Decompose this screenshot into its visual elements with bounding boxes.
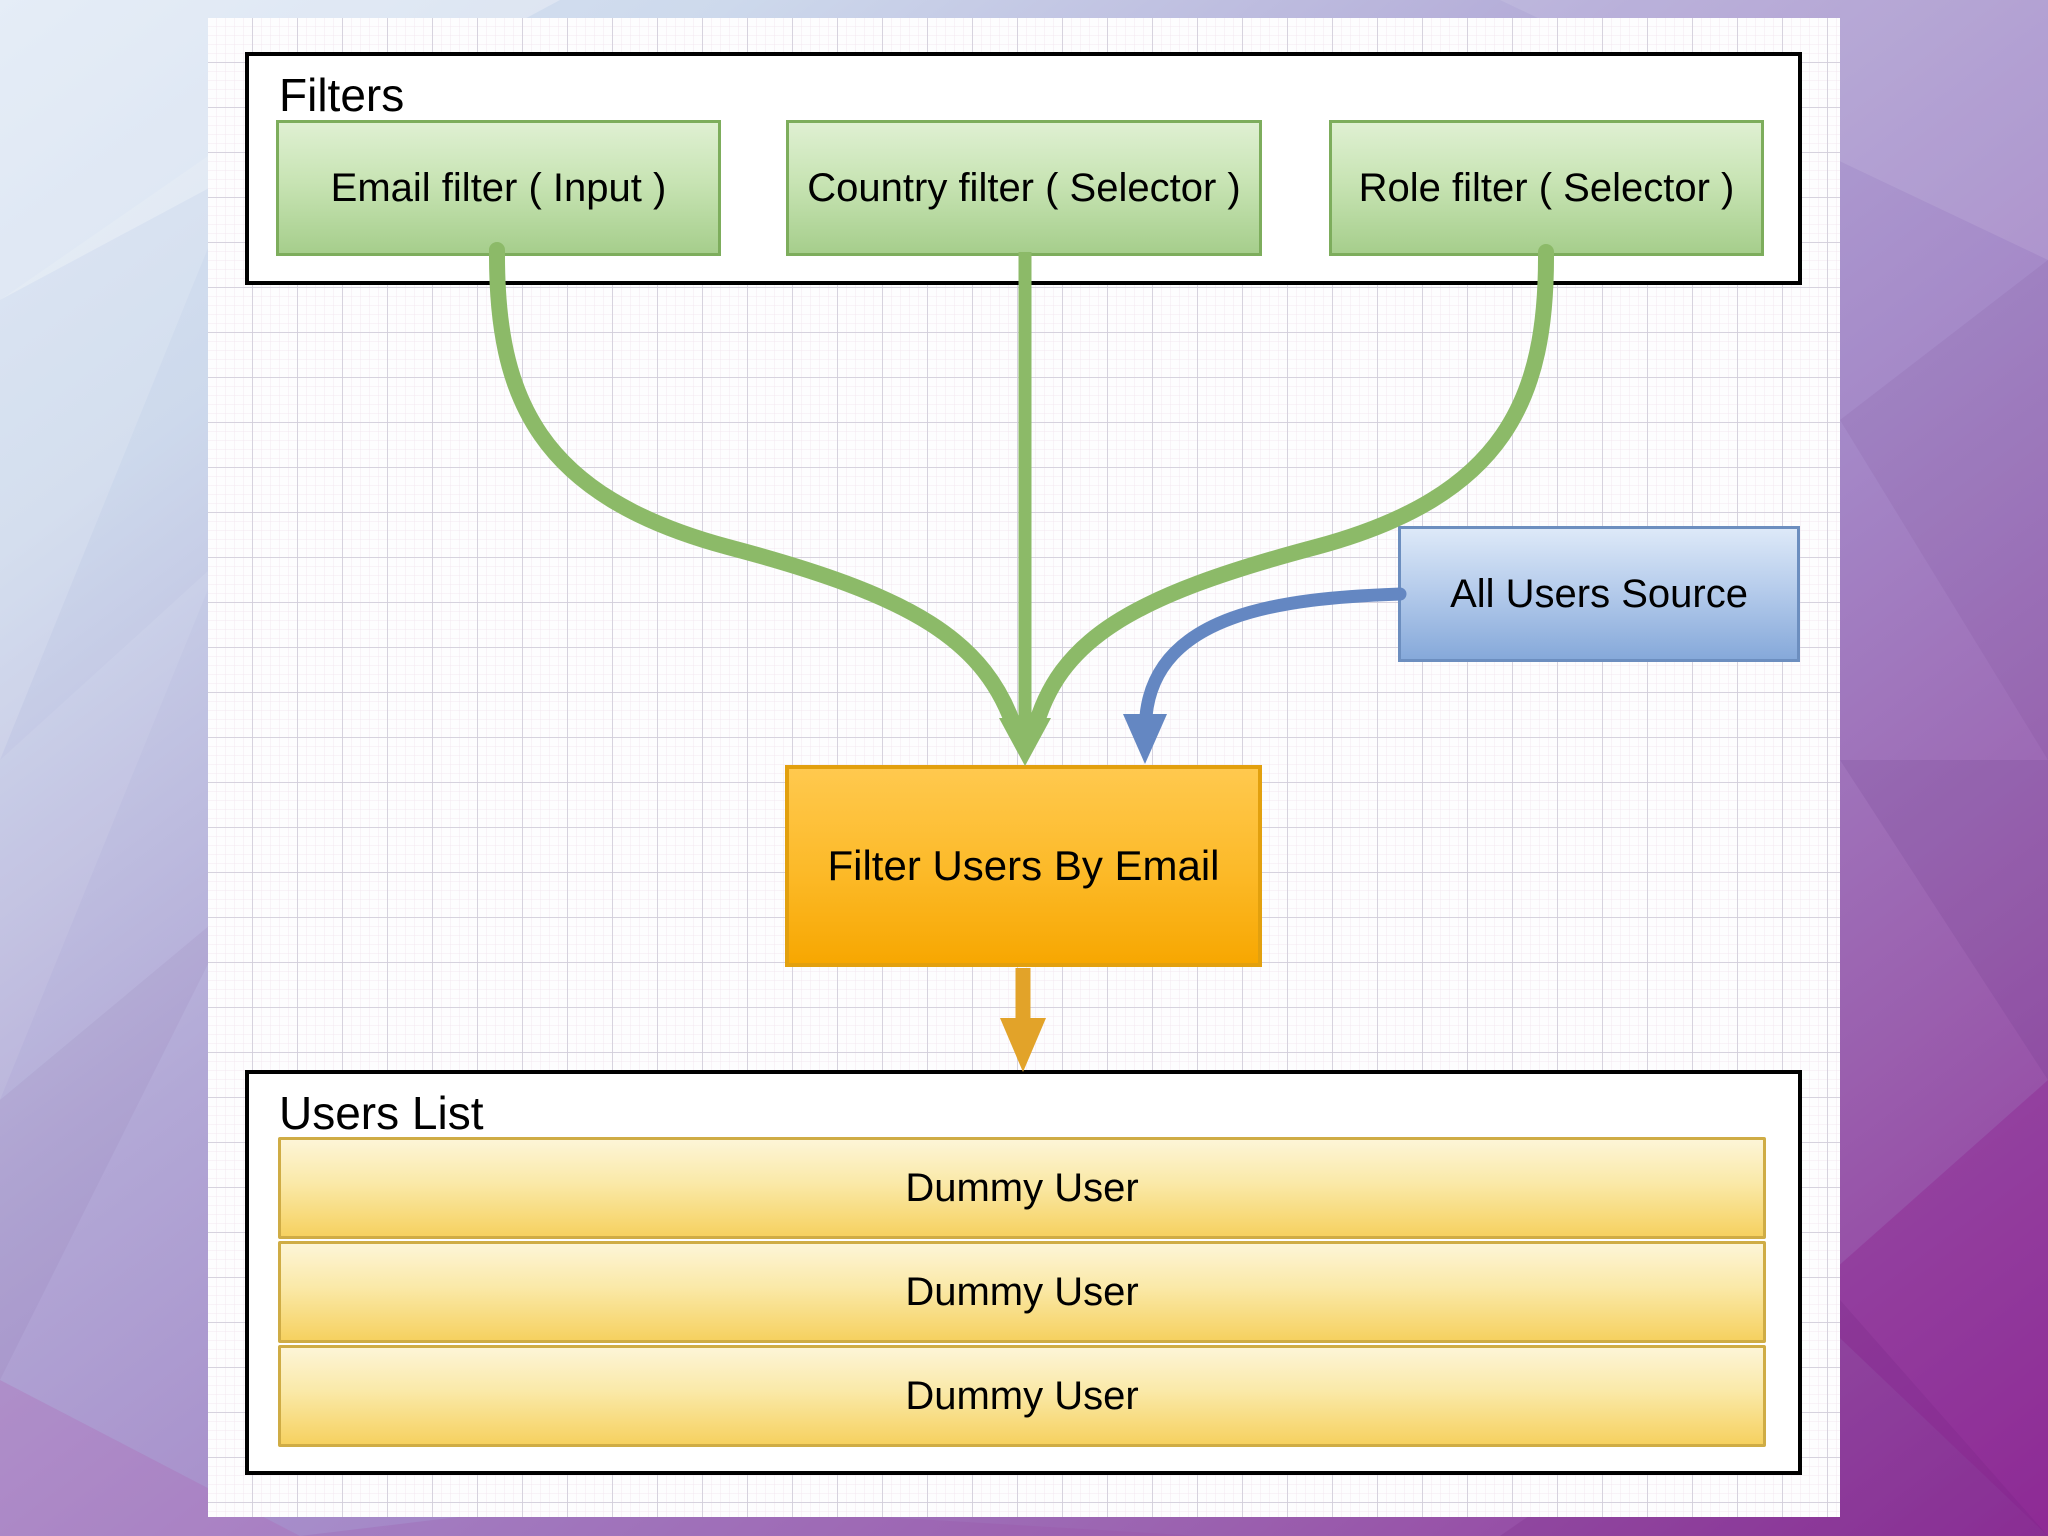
role-filter-label: Role filter ( Selector ) [1358, 165, 1735, 210]
country-filter-label: Country filter ( Selector ) [807, 165, 1241, 210]
user-row: Dummy User [278, 1345, 1766, 1447]
role-filter-node: Role filter ( Selector ) [1329, 120, 1764, 256]
source-arrowhead [1123, 714, 1167, 764]
all-users-source-label: All Users Source [1450, 571, 1748, 616]
result-arrowhead [1000, 1018, 1046, 1072]
user-row: Dummy User [278, 1241, 1766, 1343]
user-row-label: Dummy User [905, 1165, 1139, 1210]
user-row-label: Dummy User [905, 1269, 1139, 1314]
email-filter-label: Email filter ( Input ) [330, 165, 667, 210]
filter-users-by-email-label: Filter Users By Email [827, 842, 1220, 889]
filter-users-by-email-node: Filter Users By Email [785, 765, 1262, 967]
users-list-group-label: Users List [279, 1087, 484, 1139]
email-filter-node: Email filter ( Input ) [276, 120, 721, 256]
filters-group-label: Filters [279, 69, 405, 121]
source-edge [1139, 587, 1407, 723]
country-filter-node: Country filter ( Selector ) [786, 120, 1262, 256]
diagram-canvas: Filters Email filter ( Input ) Country f… [208, 18, 1840, 1517]
filters-arrowhead [999, 718, 1051, 766]
all-users-source-node: All Users Source [1398, 526, 1800, 662]
user-row-label: Dummy User [905, 1373, 1139, 1418]
email-filter-edge [488, 242, 1024, 740]
user-row: Dummy User [278, 1137, 1766, 1239]
